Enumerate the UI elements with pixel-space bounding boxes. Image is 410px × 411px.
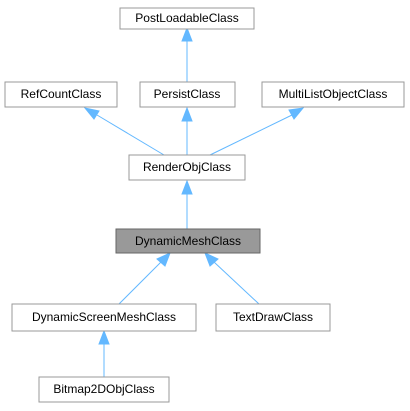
node-textdraw-class[interactable]: TextDrawClass xyxy=(215,303,331,332)
node-label: PersistClass xyxy=(154,87,221,101)
edge-persist-to-postloadable xyxy=(181,26,193,82)
node-label: TextDrawClass xyxy=(233,310,313,324)
edge-dynamicscreenmesh-to-dynamicmesh xyxy=(118,252,171,305)
node-label: PostLoadableClass xyxy=(135,11,238,25)
node-persist-class[interactable]: PersistClass xyxy=(139,81,236,108)
edge-renderobj-to-refcount xyxy=(83,107,165,156)
node-label: DynamicMeshClass xyxy=(135,234,241,248)
node-label: RenderObjClass xyxy=(143,160,231,174)
node-multilistobject-class[interactable]: MultiListObjectClass xyxy=(261,81,405,108)
edge-renderobj-to-multilist xyxy=(209,107,305,156)
edge-textdraw-to-dynamicmesh xyxy=(204,252,260,305)
node-postloadable-class[interactable]: PostLoadableClass xyxy=(119,7,255,30)
node-label: MultiListObjectClass xyxy=(279,87,388,101)
node-label: Bitmap2DObjClass xyxy=(53,382,154,396)
edge-bitmap2d-to-dynamicscreenmesh xyxy=(98,329,110,377)
node-renderobj-class[interactable]: RenderObjClass xyxy=(128,154,246,181)
node-dynamicmesh-class[interactable]: DynamicMeshClass xyxy=(115,228,261,254)
node-bitmap2dobj-class[interactable]: Bitmap2DObjClass xyxy=(38,376,170,403)
node-refcount-class[interactable]: RefCountClass xyxy=(4,81,118,108)
edge-renderobj-to-persist xyxy=(181,106,193,155)
node-label: RefCountClass xyxy=(21,87,102,101)
node-label: DynamicScreenMeshClass xyxy=(32,310,176,324)
node-dynamicscreenmesh-class[interactable]: DynamicScreenMeshClass xyxy=(11,303,197,332)
edge-dynamicmesh-to-renderobj xyxy=(181,179,193,229)
